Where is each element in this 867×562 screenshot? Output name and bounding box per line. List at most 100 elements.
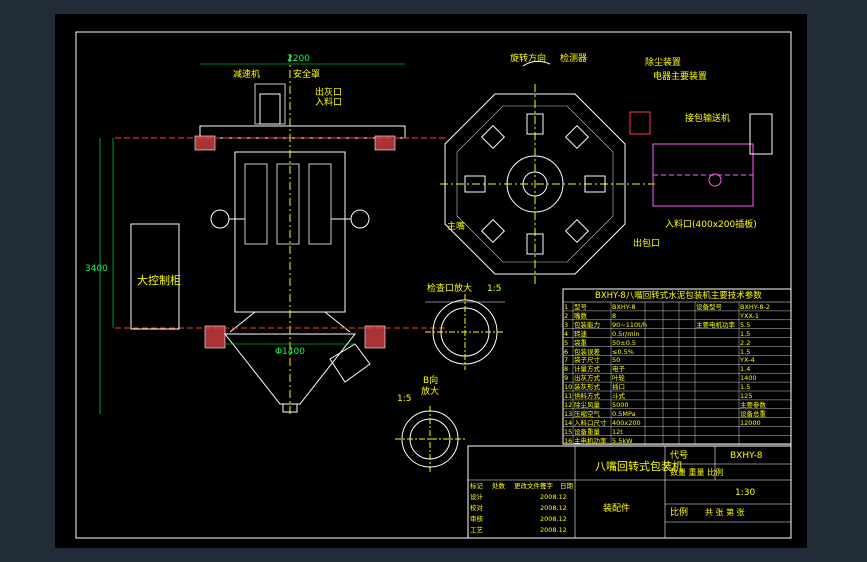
- detail-a-scale: 1:5: [487, 284, 502, 294]
- spec-cell: 2.2: [740, 338, 751, 347]
- spec-cell: 型号: [574, 303, 587, 311]
- control-cabinet: [130, 223, 180, 330]
- right-support: [374, 135, 396, 151]
- spec-cell: BXHY-8: [612, 303, 636, 311]
- detail-a-title: 检查口放大: [427, 284, 473, 294]
- spec-cell: 出灰方式: [574, 374, 600, 383]
- front-view: [99, 54, 445, 414]
- signature-cell: 签字: [540, 482, 553, 490]
- octagon-outer: [444, 93, 626, 275]
- floor-support-right: [364, 325, 386, 349]
- label-spout: 出包口: [633, 239, 661, 249]
- code-value: BXHY-8: [730, 451, 763, 461]
- spec-cell: 入料口尺寸: [574, 418, 607, 427]
- signature-cell: 2008.12: [540, 526, 567, 534]
- right-weigher: [350, 209, 370, 229]
- label-inlet: 入料口: [315, 98, 343, 108]
- spec-cell: 5.5kW: [612, 436, 633, 445]
- spec-cell: 8: [564, 365, 569, 374]
- spec-cell: 11: [564, 392, 573, 400]
- label-dust: 除尘装置: [645, 58, 682, 68]
- spec-cell: 5000: [612, 400, 629, 409]
- spec-cell: 设备重量: [574, 427, 600, 436]
- spec-cell: 2: [564, 311, 569, 320]
- signature-cell: 审核: [470, 515, 483, 523]
- dim-bottom: Φ1400: [275, 347, 305, 357]
- title-block: [467, 445, 792, 539]
- spec-cell: 5: [564, 338, 569, 347]
- spec-cell: 3: [564, 320, 569, 329]
- spout-right: [308, 163, 332, 245]
- spec-cell: 16: [564, 436, 573, 445]
- drawing-sheet: 减速机 安全罩 出灰口 入料口 大控制柜 2200 3400 Φ1400 检测器…: [55, 14, 807, 548]
- weight-value: 1:30: [735, 488, 756, 498]
- spec-cell: 12: [564, 400, 573, 409]
- signature-cell: 2008.12: [540, 493, 567, 501]
- spec-cell: 转速: [574, 329, 587, 338]
- spec-cell: 90~110t/h: [612, 320, 647, 329]
- spec-cell: 包装能力: [574, 320, 600, 329]
- discharge-chute: [329, 343, 371, 383]
- scale-label: 比例: [670, 508, 689, 518]
- floor-support-left: [204, 325, 226, 349]
- signature-cell: 2008.12: [540, 504, 567, 512]
- spec-cell: 8: [612, 311, 617, 320]
- spec-table: [562, 288, 792, 445]
- spec-cell: 5.5: [740, 320, 751, 329]
- detail-b-title: B向: [423, 376, 439, 386]
- spec-cell: 7: [564, 356, 569, 365]
- label-hopper: 安全罩: [293, 70, 321, 80]
- signature-cell: 处数: [492, 482, 505, 490]
- left-weigher: [210, 209, 230, 229]
- drawing-title: 八嘴回转式包装机: [595, 460, 683, 473]
- spec-cell: 嘴数: [574, 311, 587, 320]
- signature-cell: 工艺: [470, 526, 483, 534]
- spec-cell: 包装误差: [574, 347, 600, 356]
- title-block-border: [467, 445, 792, 539]
- spec-cell: 1.4: [740, 365, 751, 374]
- spec-cell: 1.5: [740, 329, 751, 338]
- dim-top: 2200: [287, 54, 310, 64]
- signature-cell: 日期: [560, 482, 573, 490]
- spec-cell: YXX-1: [740, 311, 760, 320]
- spec-cell: 主电机功率: [574, 436, 607, 445]
- spec-cell: 1400: [740, 374, 757, 383]
- spec-cell: 计量方式: [574, 365, 600, 374]
- label-inlet-size: 入料口(400x200插板): [665, 220, 757, 230]
- parts-label: 装配件: [603, 504, 631, 514]
- signature-cell: 更改文件号: [514, 482, 547, 490]
- spec-cell: BXHY-8-2: [740, 303, 770, 311]
- spec-cell: 50±0.5: [612, 338, 637, 347]
- spec-cell: 6: [564, 347, 569, 356]
- spec-table-title: BXHY-8八嘴回转式水泥包装机主要技术参数: [595, 291, 762, 301]
- spec-cell: 15: [564, 427, 573, 436]
- spec-cell: 1.5: [740, 347, 751, 356]
- spec-cell: 14: [564, 418, 573, 427]
- spec-table-border: [562, 288, 792, 445]
- drawing-svg: [75, 31, 792, 539]
- weight-label: 数量 重量 比例: [670, 468, 724, 477]
- spec-cell: 13: [564, 409, 573, 418]
- spec-cell: 12t: [612, 427, 623, 436]
- sheet-label: 共 张 第 张: [705, 508, 745, 517]
- signature-cell: 设计: [470, 493, 483, 501]
- label-cabinet: 大控制柜: [137, 274, 181, 287]
- spec-cell: 叶轮: [612, 374, 625, 383]
- code-label: 代号: [670, 451, 689, 461]
- motor-core: [259, 93, 281, 125]
- rotation-arrow: [522, 60, 551, 67]
- spec-cell: 袋重: [574, 338, 587, 347]
- spec-cell: 电子: [612, 365, 625, 374]
- spec-cell: 供料方式: [574, 392, 600, 400]
- top-view: [440, 60, 773, 284]
- label-rotation: 旋转方向: [510, 54, 547, 64]
- detail-a: [425, 294, 505, 370]
- detail-b-scale: 1:5: [397, 394, 412, 404]
- label-motor: 减速机: [233, 70, 261, 80]
- spec-cell: ≤0.5%: [612, 347, 634, 356]
- label-electric: 电器主要装置: [653, 72, 708, 82]
- dust-unit: [629, 111, 651, 135]
- spec-cell: 装灰形式: [574, 383, 600, 392]
- spec-cell: 0.5r/min: [612, 329, 640, 338]
